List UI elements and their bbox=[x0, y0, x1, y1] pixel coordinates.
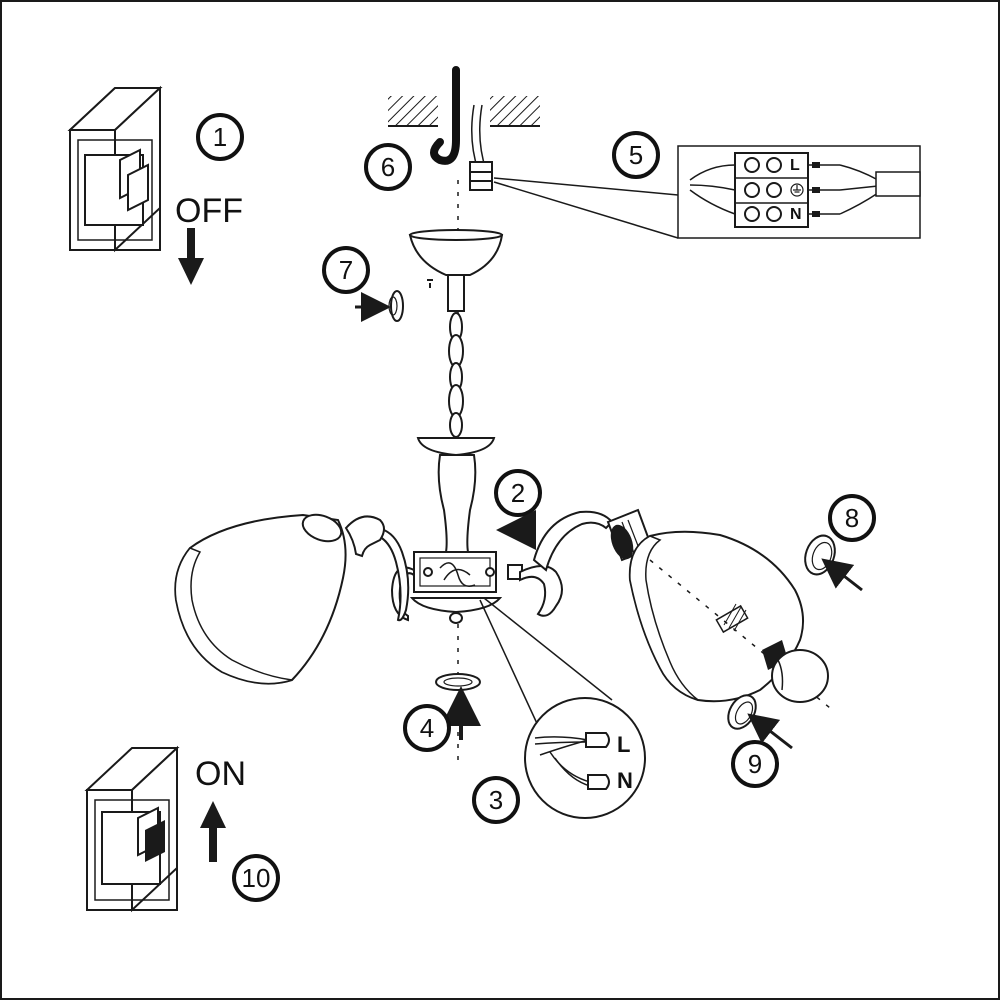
right-shade bbox=[628, 530, 805, 703]
step-10-marker: 10 bbox=[232, 854, 280, 902]
rotate-nut-icon bbox=[435, 673, 481, 740]
step-9-number: 9 bbox=[748, 749, 762, 779]
step-9-marker: 9 bbox=[731, 740, 779, 788]
right-socket bbox=[606, 508, 654, 562]
wire-live-label: L bbox=[617, 732, 630, 757]
wiring-detail-inset: L N bbox=[479, 597, 646, 819]
terminal-block-inset: L N bbox=[493, 145, 921, 239]
step-3-number: 3 bbox=[489, 785, 503, 815]
ceiling-canopy bbox=[408, 229, 504, 312]
left-shade bbox=[174, 513, 347, 685]
step-6-number: 6 bbox=[381, 152, 395, 182]
terminal-neutral-label: N bbox=[790, 206, 802, 223]
up-arrow-icon bbox=[200, 801, 226, 862]
step-3-marker: 3 bbox=[472, 776, 520, 824]
earth-ground-icon bbox=[790, 183, 804, 197]
chain bbox=[448, 312, 464, 438]
step-5-number: 5 bbox=[629, 140, 643, 170]
down-arrow-icon bbox=[178, 228, 204, 285]
step-2-marker: 2 bbox=[494, 469, 542, 517]
switch-on-label: ON bbox=[195, 755, 246, 793]
ceiling bbox=[388, 96, 540, 127]
wall-switch-on bbox=[84, 745, 180, 913]
right-arm bbox=[519, 510, 614, 617]
wire-neutral-label: N bbox=[617, 768, 633, 793]
shade-ring-icon bbox=[804, 534, 863, 592]
nut-icon bbox=[355, 290, 404, 322]
wall-switch-off bbox=[67, 85, 163, 253]
step-8-number: 8 bbox=[845, 503, 859, 533]
bulb-socket-icon bbox=[715, 603, 749, 634]
step-8-marker: 8 bbox=[828, 494, 876, 542]
step-7-number: 7 bbox=[339, 255, 353, 285]
step-5-marker: 5 bbox=[612, 131, 660, 179]
step-4-number: 4 bbox=[420, 713, 434, 743]
step-6-marker: 6 bbox=[364, 143, 412, 191]
step-1-number: 1 bbox=[213, 122, 227, 152]
bulb-ring-icon bbox=[727, 694, 793, 750]
terminal-live-label: L bbox=[790, 157, 800, 174]
step-4-marker: 4 bbox=[403, 704, 451, 752]
switch-off-label: OFF bbox=[175, 192, 243, 230]
chandelier-body bbox=[409, 437, 523, 624]
step-2-number: 2 bbox=[511, 478, 525, 508]
ceiling-hook bbox=[430, 66, 493, 191]
step-7-marker: 7 bbox=[322, 246, 370, 294]
step-10-number: 10 bbox=[242, 863, 271, 893]
step-1-marker: 1 bbox=[196, 113, 244, 161]
light-bulb bbox=[762, 640, 829, 703]
left-arm bbox=[344, 515, 415, 622]
